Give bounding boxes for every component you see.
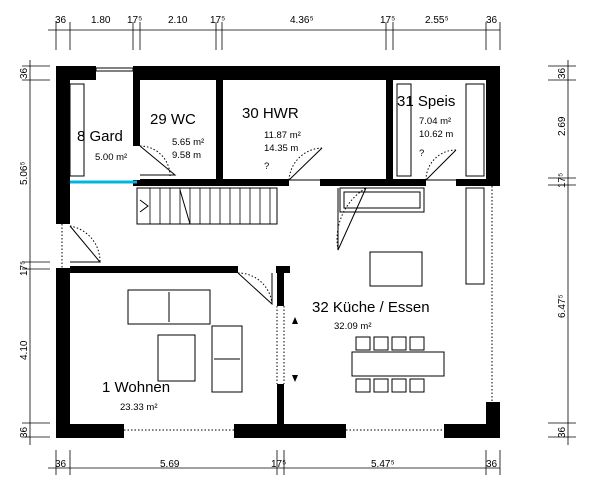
room-hwr-note: ? bbox=[264, 161, 269, 172]
room-speis-name: 31 Speis bbox=[397, 93, 455, 110]
dim-top-6: 17⁵ bbox=[380, 15, 395, 26]
dim-left-2: 17⁵ bbox=[19, 261, 30, 276]
dim-bottom-1: 5.69 bbox=[160, 459, 180, 470]
plan-details bbox=[61, 67, 493, 431]
dim-right-3: 6.47⁵ bbox=[557, 294, 568, 318]
room-kueche-area: 32.09 m² bbox=[334, 321, 372, 332]
kitchen-island bbox=[369, 251, 423, 287]
dim-bottom-3: 5.47⁵ bbox=[371, 459, 395, 470]
dim-right-4: 36 bbox=[557, 426, 568, 438]
dim-top-5: 4.36⁵ bbox=[290, 15, 314, 26]
room-wc-name: 29 WC bbox=[150, 111, 196, 128]
dim-left-0: 36 bbox=[19, 67, 30, 79]
room-wc-area: 5.65 m² bbox=[172, 137, 204, 148]
dim-bottom-2: 17⁵ bbox=[271, 459, 286, 470]
dim-top-8: 36 bbox=[486, 15, 498, 26]
dim-top-0: 36 bbox=[55, 15, 67, 26]
dimension-texts-top: 36 1.80 17⁵ 2.10 17⁵ 4.36⁵ 17⁵ 2.55⁵ 36 bbox=[55, 15, 498, 26]
room-wohnen-area: 23.33 m² bbox=[120, 402, 158, 413]
room-wc: 29 WC 5.65 m² 9.58 m bbox=[150, 111, 204, 161]
room-speis-area: 7.04 m² bbox=[419, 116, 451, 127]
room-hwr-perimeter: 14.35 m bbox=[264, 143, 298, 154]
dim-left-4: 36 bbox=[19, 426, 30, 438]
room-wohnen: 1 Wohnen 23.33 m² bbox=[102, 379, 170, 413]
dim-bottom-4: 36 bbox=[486, 459, 498, 470]
furniture bbox=[127, 251, 445, 393]
room-wohnen-name: 1 Wohnen bbox=[102, 379, 170, 396]
room-kueche: 32 Küche / Essen 32.09 m² bbox=[312, 299, 430, 332]
room-wc-perimeter: 9.58 m bbox=[172, 150, 201, 161]
room-hwr-name: 30 HWR bbox=[242, 105, 299, 122]
dim-top-1: 1.80 bbox=[91, 15, 111, 26]
dimension-texts-right: 36 2.69 17⁵ 6.47⁵ 36 bbox=[557, 67, 568, 438]
room-hwr-area: 11.87 m² bbox=[264, 130, 301, 141]
dim-top-7: 2.55⁵ bbox=[425, 15, 449, 26]
room-speis-perimeter: 10.62 m bbox=[419, 129, 453, 140]
coffee-table bbox=[157, 334, 196, 382]
dim-right-0: 36 bbox=[557, 67, 568, 79]
room-kueche-name: 32 Küche / Essen bbox=[312, 299, 430, 316]
room-speis-note: ? bbox=[419, 148, 424, 159]
room-speis: 31 Speis 7.04 m² 10.62 m ? bbox=[397, 93, 455, 159]
dim-top-3: 2.10 bbox=[168, 15, 188, 26]
dim-right-1: 2.69 bbox=[557, 116, 568, 136]
dim-top-2: 17⁵ bbox=[127, 15, 142, 26]
room-gard: 8 Gard 5.00 m² bbox=[77, 128, 127, 163]
dimension-lines bbox=[22, 22, 576, 475]
dim-bottom-0: 36 bbox=[55, 459, 67, 470]
room-gard-name: 8 Gard bbox=[77, 128, 123, 145]
dim-left-1: 5.06⁵ bbox=[19, 161, 30, 185]
dining-table bbox=[351, 351, 445, 377]
dimension-texts-left: 36 5.06⁵ 17⁵ 4.10 36 bbox=[19, 67, 30, 438]
walls bbox=[56, 66, 500, 438]
room-hwr: 30 HWR 11.87 m² 14.35 m ? bbox=[242, 105, 301, 172]
dim-top-4: 17⁵ bbox=[210, 15, 225, 26]
room-gard-area: 5.00 m² bbox=[95, 152, 127, 163]
dim-left-3: 4.10 bbox=[19, 340, 30, 360]
dimension-texts-bottom: 36 5.69 17⁵ 5.47⁵ 36 bbox=[55, 459, 498, 470]
dim-right-2: 17⁵ bbox=[557, 173, 568, 188]
